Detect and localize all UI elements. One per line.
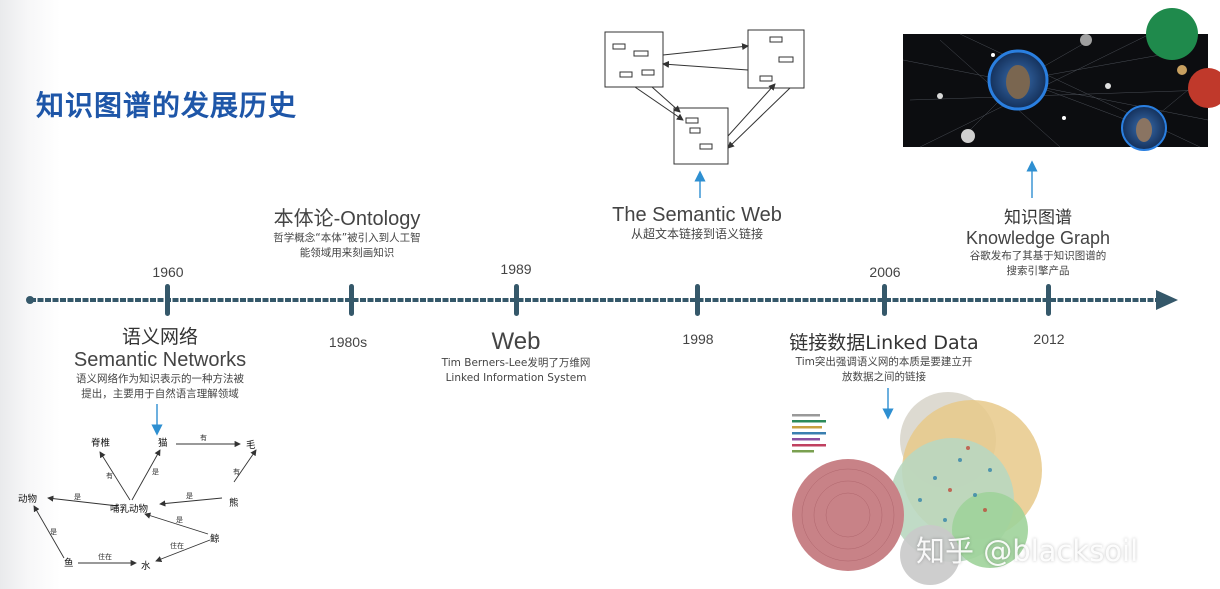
milestone-desc-line: 语义网络作为知识表示的一种方法被 — [76, 373, 244, 385]
year-2012: 2012 — [1033, 331, 1065, 347]
milestone-desc-line: 提出，主要用于自然语言理解领域 — [81, 388, 239, 400]
net-node-animal: 动物 — [18, 493, 38, 505]
milestone-desc-line: 从超文本链接到语义链接 — [630, 227, 763, 241]
semantic-network-diagram: 脊椎 猫 毛 动物 哺乳动物 熊 鲸 鱼 水 有 有 是 是 有 是 是 是 住… — [18, 433, 257, 572]
year-1998: 1998 — [682, 331, 714, 347]
net-node-water: 水 — [141, 560, 151, 572]
year-1960: 1960 — [152, 264, 184, 280]
milestone-desc-line: Tim Berners-Lee发明了万维网 — [441, 357, 591, 369]
net-node-whale: 鲸 — [210, 533, 220, 545]
svg-text:住在: 住在 — [170, 541, 184, 550]
milestone-desc-line: 搜索引擎产品 — [1006, 265, 1070, 277]
milestone-desc-line: Linked Information System — [445, 372, 587, 384]
milestone-desc-line: 谷歌发布了其基于知识图谱的 — [969, 250, 1107, 262]
milestone-desc-line: 哲学概念“本体”被引入到人工智 — [273, 232, 421, 244]
linked-data-cloud — [792, 392, 1042, 585]
linked-data-legend — [792, 414, 826, 453]
milestone-title: 链接数据Linked Data — [789, 332, 979, 354]
milestone-title: Web — [491, 328, 541, 355]
milestone-title-en: Knowledge Graph — [965, 228, 1111, 248]
zhihu-watermark: 知乎 @blacksoil — [916, 534, 1139, 568]
svg-text:是: 是 — [152, 468, 159, 476]
milestone-title-cn: 知识图谱 — [1003, 208, 1072, 228]
svg-text:是: 是 — [74, 493, 81, 501]
milestone-semantic-web: The Semantic Web 从超文本链接到语义链接 — [612, 204, 782, 242]
year-1980s: 1980s — [328, 334, 368, 350]
net-node-spine: 脊椎 — [91, 437, 111, 449]
svg-text:是: 是 — [50, 528, 57, 536]
milestone-desc-line: 能领域用来刻画知识 — [299, 247, 395, 259]
svg-text:有: 有 — [106, 471, 113, 480]
svg-text:有: 有 — [200, 433, 207, 442]
milestone-ontology: 本体论-Ontology 哲学概念“本体”被引入到人工智 能领域用来刻画知识 — [273, 202, 420, 261]
svg-text:住在: 住在 — [98, 552, 112, 561]
milestone-desc-line: 放数据之间的链接 — [841, 371, 926, 383]
milestone-title: 本体论-Ontology — [273, 208, 421, 230]
milestone-web: Web Tim Berners-Lee发明了万维网 Linked Informa… — [442, 328, 591, 386]
net-node-fish: 鱼 — [64, 557, 74, 569]
svg-text:是: 是 — [186, 492, 193, 500]
page-title: 知识图谱的发展历史 — [36, 89, 298, 122]
semantic-web-diagram — [604, 29, 805, 165]
milestone-linked-data: 链接数据Linked Data Tim突出强调语义网的本质是要建立开 放数据之间… — [789, 328, 978, 385]
net-node-fur: 毛 — [246, 439, 256, 451]
net-node-bear: 熊 — [229, 497, 239, 509]
milestone-desc-line: Tim突出强调语义网的本质是要建立开 — [795, 356, 973, 368]
net-node-mammal: 哺乳动物 — [110, 503, 149, 515]
milestone-semantic-networks: 语义网络 Semantic Networks 语义网络作为知识表示的一种方法被 … — [74, 322, 246, 402]
milestone-title-en: Semantic Networks — [73, 349, 247, 371]
net-node-cat: 猫 — [158, 437, 168, 449]
year-1989: 1989 — [500, 261, 532, 277]
svg-text:有: 有 — [233, 467, 240, 476]
connector-arrows — [151, 160, 1038, 436]
year-2006: 2006 — [869, 264, 901, 280]
milestone-title-cn: 语义网络 — [121, 326, 198, 348]
milestone-title: The Semantic Web — [612, 204, 782, 226]
timeline-axis — [26, 284, 1178, 316]
svg-text:是: 是 — [176, 516, 183, 524]
knowledge-graph-image — [902, 8, 1220, 151]
milestone-knowledge-graph: 知识图谱 Knowledge Graph 谷歌发布了其基于知识图谱的 搜索引擎产… — [966, 203, 1110, 279]
